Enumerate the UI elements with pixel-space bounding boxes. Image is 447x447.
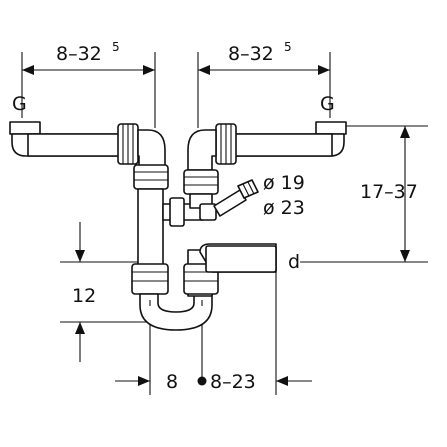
left-vertical-stack <box>131 164 204 295</box>
diameter-large-label: ø 23 <box>263 197 305 219</box>
top-left-dimension-label: 8–32 <box>56 43 102 65</box>
dishwasher-inlet <box>199 179 259 221</box>
bottom-right-dimension-label: 8–23 <box>210 371 256 393</box>
outlet-pipe <box>183 243 277 297</box>
labels: 8–32 5 8–32 5 G G ø 19 ø 23 17–37 d 12 8… <box>12 40 418 393</box>
thread-label-left: G <box>12 93 27 115</box>
height-12-label: 12 <box>72 285 96 307</box>
top-right-dimension-label: 8–32 <box>228 43 274 65</box>
top-right-dimension-superscript: 5 <box>284 40 292 54</box>
trap-u-bend <box>139 293 213 331</box>
dimension-lines <box>21 52 428 395</box>
left-drain-arm <box>9 121 166 169</box>
diameter-small-label: ø 19 <box>263 172 305 194</box>
right-drain-arm <box>183 121 347 209</box>
bottom-left-dimension-label: 8 <box>166 371 178 393</box>
height-range-label: 17–37 <box>360 181 418 203</box>
outlet-diameter-label: d <box>288 251 300 273</box>
thread-label-right: G <box>320 93 335 115</box>
top-left-dimension-superscript: 5 <box>112 40 120 54</box>
